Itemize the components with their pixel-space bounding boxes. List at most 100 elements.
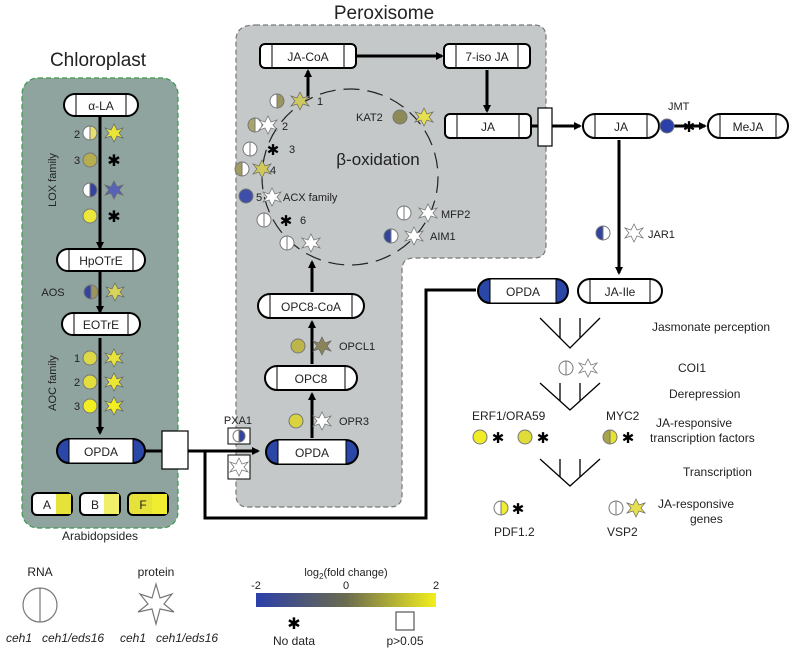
- erf1-rna-circle: [472, 429, 488, 445]
- svg-text:JA: JA: [481, 120, 495, 134]
- aoc-number-2: 2: [74, 377, 80, 389]
- jar1-label: JAR1: [648, 229, 675, 241]
- pdf12-label: PDF1.2: [494, 525, 535, 539]
- beta-oxidation-label: β-oxidation: [336, 150, 420, 169]
- acx-number-3: 3: [289, 144, 295, 156]
- acx1-rna-circle: [269, 93, 285, 109]
- metabolite-ja-peroxisome: JA: [444, 113, 532, 139]
- jasmonate-perception-label: Jasmonate perception: [652, 320, 770, 334]
- metabolite-eotre: EOTrE: [61, 312, 141, 336]
- acx-number-1: 1: [317, 96, 323, 108]
- vsp2-protein-star: [625, 498, 647, 518]
- aim1-rna-circle: [383, 228, 399, 244]
- coi1-label: COI1: [678, 361, 706, 375]
- chloroplast-title: Chloroplast: [50, 50, 147, 71]
- legend-scale-title: log2(fold change): [304, 567, 387, 581]
- legend-protein-sub1: ceh1: [120, 631, 146, 645]
- svg-text:OPDA: OPDA: [295, 446, 329, 460]
- vsp2-label: VSP2: [607, 525, 638, 539]
- legend-protein-symbol: [137, 581, 175, 627]
- metabolite-meja: MeJA: [707, 113, 789, 139]
- metabolite-opda-peroxisome: OPDA: [265, 439, 359, 465]
- transcription-label: Transcription: [683, 465, 752, 479]
- svg-text:OPC8: OPC8: [295, 372, 328, 386]
- jmt-rna-circle: [659, 118, 675, 134]
- legend-no-data-symbol: ✱: [287, 616, 300, 633]
- metabolite-opc8: OPC8: [264, 365, 358, 391]
- acx3-rna-circle: [242, 141, 258, 157]
- opr3-label: OPR3: [339, 416, 369, 428]
- myc2-rna-circle: [602, 429, 618, 445]
- legend-color-scale: [256, 593, 436, 607]
- arabidopsides-label: Arabidopsides: [62, 529, 138, 543]
- metabolite-alpha-la: α-LA: [63, 93, 139, 117]
- coi1-rna-circle: [558, 360, 574, 376]
- pdf12-rna-circle: [493, 500, 509, 516]
- acx-number-2: 2: [282, 121, 288, 133]
- erf1-ora59-label: ERF1/ORA59: [472, 409, 546, 423]
- jar1-rna-circle: [595, 225, 611, 241]
- aoc2-protein-star: [103, 372, 125, 392]
- acx1-protein-star: [289, 91, 311, 111]
- svg-text:7-iso JA: 7-iso JA: [465, 50, 508, 64]
- legend-no-data-label: No data: [273, 634, 315, 648]
- tf-label-line1: JA-responsive: [656, 416, 732, 430]
- genes-label-line1: JA-responsive: [658, 497, 734, 511]
- legend-scale-mid: 0: [343, 580, 349, 592]
- lox-number-2: 2: [74, 129, 80, 141]
- legend-protein-sub2: ceh1/eds16: [156, 631, 218, 645]
- kat2-protein-star: [413, 107, 435, 127]
- jmt-no-data: ✱: [683, 119, 696, 136]
- svg-text:EOTrE: EOTrE: [83, 318, 119, 332]
- metabolite-ja-coa: JA-CoA: [259, 43, 357, 69]
- svg-text:OPDA: OPDA: [84, 445, 118, 459]
- metabolite-ja-cytosol: JA: [582, 113, 660, 139]
- metabolite-opda-cytosol: OPDA: [477, 278, 569, 304]
- svg-text:OPDA: OPDA: [506, 285, 540, 299]
- ora59-no-data: ✱: [537, 430, 550, 447]
- peroxisome-title: Peroxisome: [334, 3, 434, 24]
- aos-label: AOS: [41, 287, 64, 299]
- aoc3-protein-star: [103, 396, 125, 416]
- lox-rna-circle-3: [82, 182, 98, 198]
- metabolite-opda-chloroplast: OPDA: [56, 438, 146, 464]
- aoc-family-label: AOC family: [47, 355, 59, 411]
- pxa1-rna-circle: [232, 429, 246, 443]
- metabolite-hpotre: HpOTrE: [56, 248, 146, 272]
- legend-rna-sub1: ceh1: [6, 631, 32, 645]
- svg-text:α-LA: α-LA: [88, 99, 114, 113]
- acx4-rna-circle: [234, 161, 250, 177]
- acx-protein-star-7: [300, 233, 322, 253]
- legend-scale-min: -2: [251, 580, 261, 592]
- lox-family-label: LOX family: [47, 153, 59, 207]
- acx6-rna-circle: [256, 212, 272, 228]
- aoc1-protein-star: [103, 348, 125, 368]
- arabidopside-a: A: [31, 492, 73, 516]
- lox-protein-star-3: [103, 180, 125, 200]
- opcl1-protein-star: [311, 336, 333, 356]
- arabidopside-f: F: [127, 492, 169, 516]
- aoc2-rna-circle: [82, 374, 98, 390]
- jar1-protein-star: [623, 223, 645, 243]
- mfp2-protein-star: [417, 203, 439, 223]
- jmt-label: JMT: [668, 101, 690, 113]
- acx3-no-data: ✱: [267, 142, 280, 159]
- acx2-protein-star: [257, 115, 279, 135]
- aim1-protein-star: [403, 226, 425, 246]
- svg-text:HpOTrE: HpOTrE: [79, 254, 123, 268]
- svg-text:F: F: [139, 498, 146, 512]
- aoc1-rna-circle: [82, 350, 98, 366]
- acx-number-5: 5: [256, 192, 262, 204]
- kat2-label: KAT2: [356, 112, 383, 124]
- svg-text:MeJA: MeJA: [733, 120, 764, 134]
- opr3-protein-star: [311, 411, 333, 431]
- arabidopside-b: B: [79, 492, 121, 516]
- acx6-no-data: ✱: [280, 213, 293, 230]
- legend-not-significant-label: p>0.05: [386, 634, 423, 648]
- acx-rna-circle-7: [279, 235, 295, 251]
- opr3-rna-circle: [288, 413, 304, 429]
- opcl1-rna-circle: [290, 338, 306, 354]
- acx-number-6: 6: [300, 215, 306, 227]
- ora59-rna-circle: [517, 429, 533, 445]
